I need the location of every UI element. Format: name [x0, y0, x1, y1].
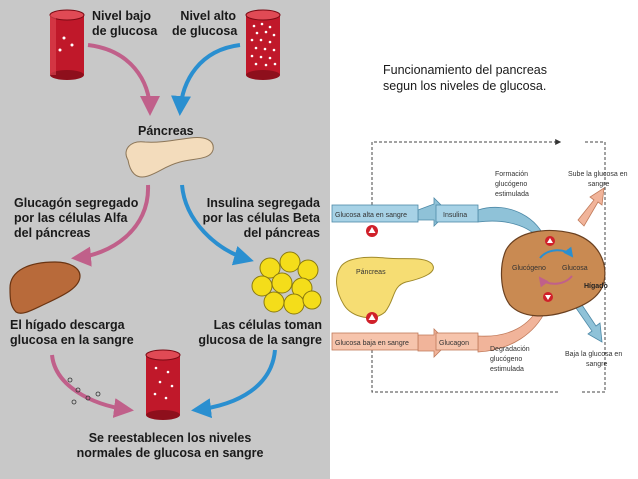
box-insulin-text: Insulina [443, 212, 467, 219]
cells-label: Las células toman glucosa de la sangre [198, 318, 322, 347]
arrow-low-to-pancreas [87, 43, 160, 116]
pancreas-illustration [125, 137, 214, 178]
arrow-cells-to-blood [191, 349, 277, 419]
diagram-caption: Funcionamiento del pancreas segun los ni… [383, 63, 547, 93]
normal-glucose-tube [145, 349, 181, 420]
body-cells-illustration [251, 251, 322, 315]
fall-line-2: sangre [586, 361, 608, 368]
high-glucose-label: Nivel alto de glucosa [172, 9, 238, 38]
rise-line-2: sangre [588, 181, 610, 188]
formation-line-2: glucógeno [495, 181, 527, 188]
insulin-label: Insulina segregada por las células Beta … [202, 196, 320, 240]
right-pancreas-text: Páncreas [356, 269, 386, 276]
fall-line-1: Baja la glucosa en [565, 351, 622, 358]
degradation-line-3: estimulada [490, 366, 524, 373]
liver-label: El hígado descarga glucosa en la sangre [10, 318, 134, 347]
degradation-line-2: glucógeno [490, 356, 522, 363]
arrow-liver-to-blood [50, 354, 134, 418]
formation-line-3: estimulada [495, 191, 529, 198]
pancreas-label: Páncreas [138, 124, 194, 138]
box-high-text: Glucosa alta en sangre [335, 212, 407, 219]
restore-label: Se reestablecen los niveles normales de … [76, 431, 264, 460]
liver-text: Hígado [584, 283, 608, 290]
arrow-high-to-pancreas [171, 43, 241, 116]
glucagon-label: Glucagón segregado por las células Alfa … [14, 196, 139, 240]
glucose-text: Glucosa [562, 265, 588, 272]
box-glucagon-text: Glucagon [439, 340, 469, 347]
degradation-line-1: Degradación [490, 346, 530, 353]
high-glucose-tube [245, 9, 281, 80]
arrow-pancreas-to-cells [180, 184, 254, 266]
low-glucose-label: Nivel bajo de glucosa [92, 9, 158, 38]
box-low-text: Glucosa baja en sangre [335, 340, 409, 347]
right-diagram: Glucosa alta en sangre Insulina Glucosa … [331, 139, 628, 393]
liver-illustration [9, 261, 81, 314]
low-glucose-tube [49, 9, 85, 80]
arrow-pancreas-to-liver [71, 184, 151, 267]
glucose-dots [67, 377, 101, 405]
rise-line-1: Sube la glucosa en [568, 171, 628, 178]
glycogen-text: Glucógeno [512, 265, 546, 272]
formation-line-1: Formación [495, 171, 528, 178]
